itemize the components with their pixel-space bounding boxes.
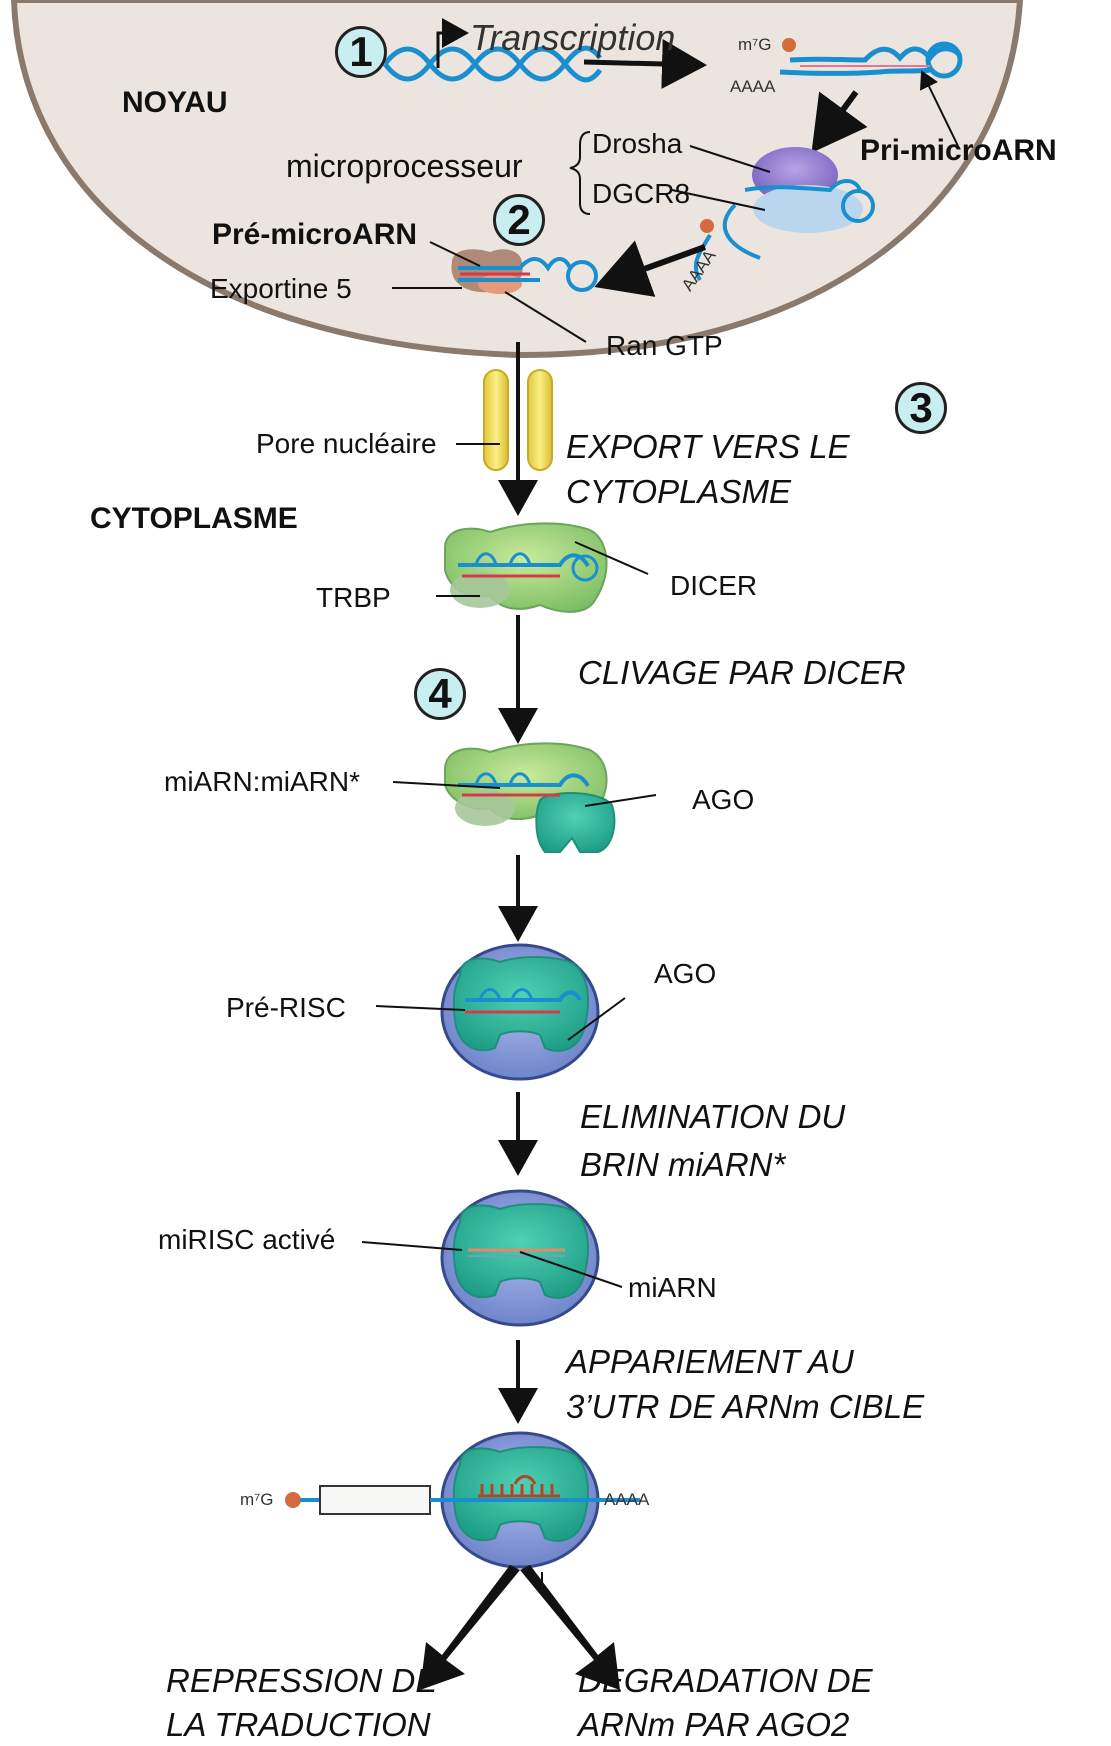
repression-label-2: LA TRADUCTION	[166, 1708, 431, 1741]
dgcr8-label: DGCR8	[592, 180, 690, 208]
mirisc-label: miRISC activé	[158, 1226, 335, 1254]
repression-label-1: REPRESSION DE	[166, 1664, 437, 1697]
pre-risc-complex	[442, 945, 598, 1079]
step-1-badge: 1	[335, 26, 387, 78]
exportin-label: Exportine 5	[210, 275, 352, 303]
drosha-label: Drosha	[592, 130, 682, 158]
pore-label: Pore nucléaire	[256, 430, 437, 458]
dicer-ago-complex	[445, 743, 614, 852]
export-label-2: CYTOPLASME	[566, 475, 791, 508]
ago-label-1: AGO	[692, 786, 754, 814]
elimination-label-2: BRIN miARN*	[580, 1148, 785, 1181]
cleavage-label: CLIVAGE PAR DICER	[578, 656, 906, 689]
pairing-label-2: 3’UTR DE ARNm CIBLE	[566, 1390, 924, 1423]
mirisc-activated-complex	[442, 1191, 598, 1325]
degradation-label-1: DEGRADATION DE	[578, 1664, 873, 1697]
cytoplasm-label: CYTOPLASME	[90, 504, 298, 534]
duplex-label: miARN:miARN*	[164, 768, 360, 796]
cap-label-1: m⁷G	[738, 36, 772, 53]
step-3-badge: 3	[895, 382, 947, 434]
elimination-label-1: ELIMINATION DU	[580, 1100, 845, 1133]
trbp-label: TRBP	[316, 584, 391, 612]
polya-label-1: AAAA	[730, 78, 775, 95]
step-2-badge: 2	[493, 194, 545, 246]
ago-label-2: AGO	[654, 960, 716, 988]
target-mrna-complex	[285, 1433, 640, 1567]
dicer-complex	[445, 523, 606, 611]
ran-gtp-label: Ran GTP	[606, 332, 723, 360]
degradation-label-2: ARNm PAR AGO2	[578, 1708, 849, 1741]
export-label-1: EXPORT VERS LE	[566, 430, 850, 463]
cap-label-2: m⁷G	[240, 1491, 274, 1508]
dicer-label: DICER	[670, 572, 757, 600]
transcription-label: Transcription	[470, 20, 675, 56]
pri-mirna-label: Pri-microARN	[860, 136, 1057, 166]
pre-mirna-label: Pré-microARN	[212, 220, 417, 250]
pre-risc-label: Pré-RISC	[226, 994, 346, 1022]
step-4-badge: 4	[414, 668, 466, 720]
microprocessor-label: microprocesseur	[286, 150, 523, 182]
miarn-label: miARN	[628, 1274, 717, 1302]
pairing-label-1: APPARIEMENT AU	[566, 1345, 854, 1378]
nucleus-label: NOYAU	[122, 88, 228, 118]
transcription-arrow	[584, 62, 702, 65]
polya-label-3: AAAA	[604, 1491, 649, 1508]
